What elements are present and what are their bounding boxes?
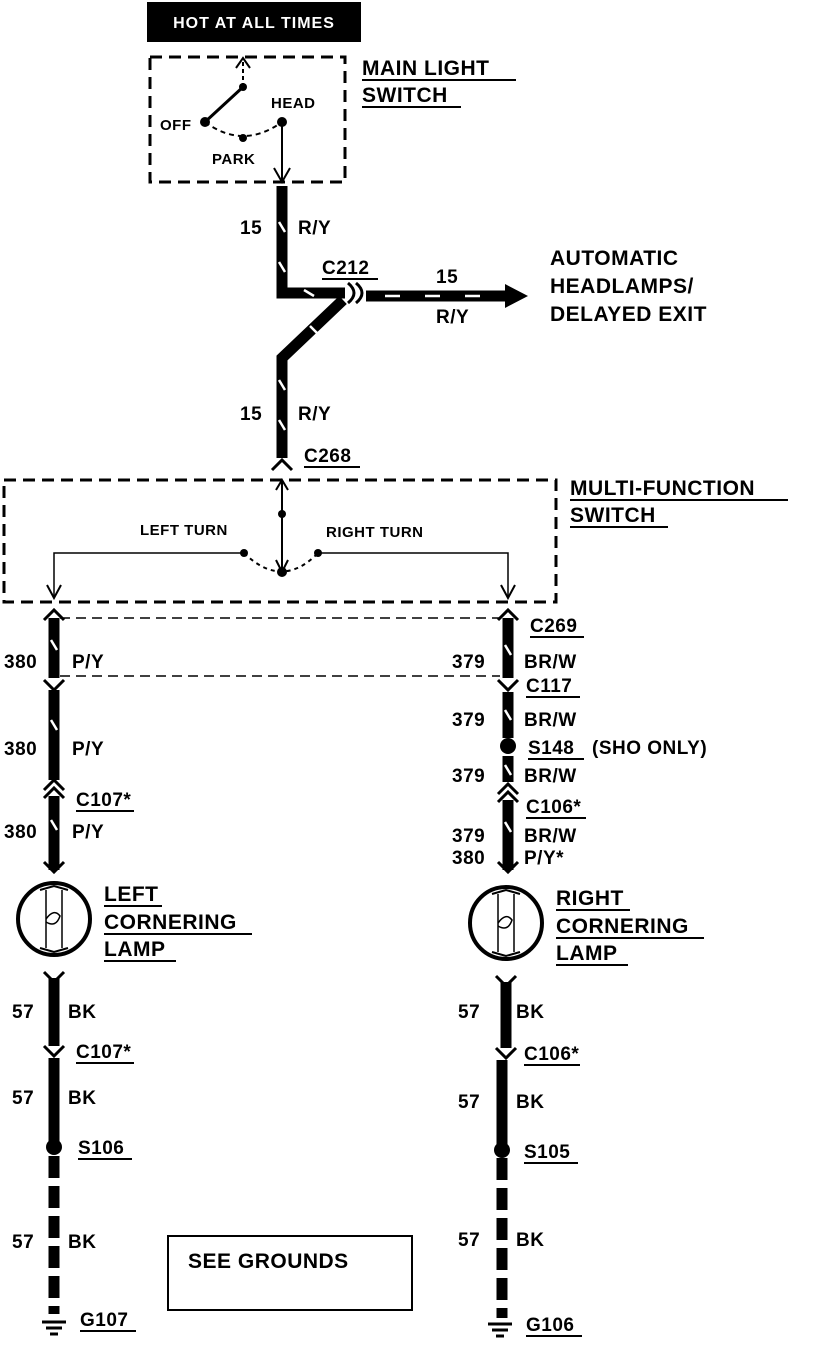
wire-15-branch-number: 15	[436, 267, 458, 288]
wire-15-top-number: 15	[240, 218, 262, 239]
wire-380-left	[42, 607, 66, 875]
wire-380-a-number: 380	[4, 652, 37, 673]
arrow-down-icon	[273, 167, 291, 185]
wire-15-mid-color: R/Y	[298, 404, 331, 425]
left-lamp-line-1: LEFT	[104, 883, 159, 906]
off-label: OFF	[160, 117, 192, 134]
see-grounds-label: SEE GROUNDS	[188, 1250, 349, 1273]
left-lamp-line-2: CORNERING	[104, 911, 237, 934]
hot-at-all-times-text: HOT AT ALL TIMES	[173, 15, 335, 32]
main-light-switch: OFF PARK HEAD	[148, 55, 347, 185]
wire-380-b-number: 380	[4, 739, 37, 760]
wire-380-c-number: 380	[4, 822, 37, 843]
connector-c107-b-label: C107*	[76, 1042, 131, 1063]
wire-57-left	[42, 970, 66, 1336]
main-light-switch-title-2: SWITCH	[362, 84, 448, 107]
wire-379-c-color: BR/W	[524, 766, 577, 787]
wire-379-right	[496, 607, 520, 875]
splice-s105	[494, 1142, 510, 1158]
wire-57-r1-number: 57	[458, 1002, 480, 1023]
splice-s106-label: S106	[78, 1138, 124, 1159]
wire-15-branch-color: R/Y	[436, 307, 469, 328]
right-lamp-line-2: CORNERING	[556, 915, 689, 938]
connector-c268	[270, 457, 294, 472]
arrow-up-icon	[275, 478, 289, 491]
multi-function-switch: LEFT TURN RIGHT TURN	[2, 478, 558, 604]
wire-57-l2-color: BK	[68, 1088, 96, 1109]
head-label: HEAD	[271, 95, 316, 112]
right-lamp-line-1: RIGHT	[556, 887, 624, 910]
left-turn-label: LEFT TURN	[140, 522, 228, 539]
wire-57-l2-number: 57	[12, 1088, 34, 1109]
main-light-switch-title-1: MAIN LIGHT	[362, 57, 489, 80]
right-cornering-lamp	[468, 885, 544, 961]
connector-c117-label: C117	[526, 676, 572, 697]
wire-15-top	[276, 186, 345, 299]
wire-15-mid-number: 15	[240, 404, 262, 425]
multi-function-switch-title-1: MULTI-FUNCTION	[570, 477, 755, 500]
connector-c106-b-label: C106*	[524, 1044, 579, 1065]
wire-15-top-color: R/Y	[298, 218, 331, 239]
connector-c212-label: C212	[322, 258, 369, 279]
power-source-label: HOT AT ALL TIMES	[147, 2, 361, 42]
wire-380-c-color: P/Y	[72, 822, 104, 843]
arrow-up-icon	[235, 56, 251, 69]
left-lamp-line-3: LAMP	[104, 938, 166, 961]
left-cornering-lamp	[16, 881, 92, 957]
wire-379-d-number: 379	[452, 826, 485, 847]
arrow-down-icon	[500, 584, 516, 601]
wire-379-a-number: 379	[452, 652, 485, 673]
wire-57-r2-color: BK	[516, 1092, 544, 1113]
bulb-filament-icon	[497, 915, 513, 929]
connector-c269-label: C269	[530, 616, 577, 637]
wire-15-mid	[276, 296, 347, 458]
ground-g106-label: G106	[526, 1315, 574, 1336]
wire-380-b-color: P/Y	[72, 739, 104, 760]
wire-380-a-color: P/Y	[72, 652, 104, 673]
wire-379-b-number: 379	[452, 710, 485, 731]
splice-s148	[500, 738, 516, 754]
multi-function-switch-title-2: SWITCH	[570, 504, 656, 527]
right-turn-label: RIGHT TURN	[326, 524, 424, 541]
wire-15-branch	[366, 284, 528, 308]
multi-function-switch-box	[2, 478, 558, 604]
switch-lever	[203, 85, 245, 124]
wire-379-a-color: BR/W	[524, 652, 577, 673]
wire-379-d-color: BR/W	[524, 826, 577, 847]
auto-headlamps-line-2: HEADLAMPS/	[550, 275, 694, 298]
main-light-switch-box	[148, 55, 347, 184]
wire-57-r3-number: 57	[458, 1230, 480, 1251]
wire-380-d-number: 380	[452, 848, 485, 869]
connector-c107-a-label: C107*	[76, 790, 131, 811]
arrow-right-icon	[505, 284, 528, 308]
wire-57-r3-color: BK	[516, 1230, 544, 1251]
auto-headlamps-line-1: AUTOMATIC	[550, 247, 679, 270]
connector-c106-a-label: C106*	[526, 797, 581, 818]
bulb-filament-icon	[45, 911, 61, 925]
splice-s148-label: S148	[528, 738, 574, 759]
wire-379-b-color: BR/W	[524, 710, 577, 731]
wire-57-l3-color: BK	[68, 1232, 96, 1253]
right-lamp-line-3: LAMP	[556, 942, 618, 965]
see-grounds-box[interactable]: SEE GROUNDS	[167, 1235, 413, 1311]
ground-g107-label: G107	[80, 1310, 128, 1331]
splice-s106	[46, 1139, 62, 1155]
splice-s105-label: S105	[524, 1142, 570, 1163]
arrow-down-icon	[46, 584, 62, 601]
wire-57-l1-color: BK	[68, 1002, 96, 1023]
auto-headlamps-line-3: DELAYED EXIT	[550, 303, 707, 326]
wire-57-l1-number: 57	[12, 1002, 34, 1023]
switch-travel-arc	[204, 121, 283, 137]
park-label: PARK	[212, 151, 255, 168]
wire-57-l3-number: 57	[12, 1232, 34, 1253]
wire-57-right	[488, 974, 518, 1338]
wire-380-d-color: P/Y*	[524, 848, 564, 869]
splice-s148-note: (SHO ONLY)	[592, 738, 707, 759]
wire-57-r1-color: BK	[516, 1002, 544, 1023]
wire-379-c-number: 379	[452, 766, 485, 787]
connector-c212	[346, 281, 364, 305]
wire-57-r2-number: 57	[458, 1092, 480, 1113]
connector-c268-label: C268	[304, 446, 351, 467]
